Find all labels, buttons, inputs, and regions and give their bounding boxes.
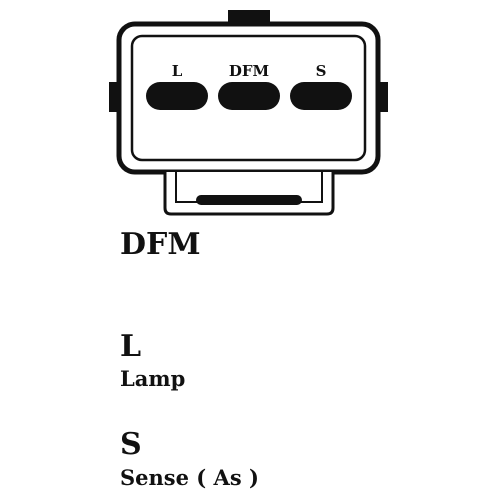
- connector-lower-key: [163, 172, 335, 216]
- legend-s-title: S: [120, 427, 142, 462]
- pin-l: [146, 82, 208, 110]
- lower-key-bar: [196, 195, 302, 205]
- pin-label-l: L: [172, 62, 183, 80]
- pin-s: [290, 82, 352, 110]
- connector-diagram: L DFM S: [109, 10, 388, 216]
- legend-s-description: Sense ( As ): [120, 465, 259, 490]
- pin-label-s: S: [316, 62, 327, 80]
- legend-l-description: Lamp: [120, 366, 186, 391]
- legend-l-title: L: [120, 329, 142, 364]
- legend-dfm-title: DFM: [120, 227, 201, 262]
- connector-inner-frame: [130, 34, 367, 162]
- pin-dfm: [218, 82, 280, 110]
- pin-label-dfm: DFM: [229, 62, 269, 80]
